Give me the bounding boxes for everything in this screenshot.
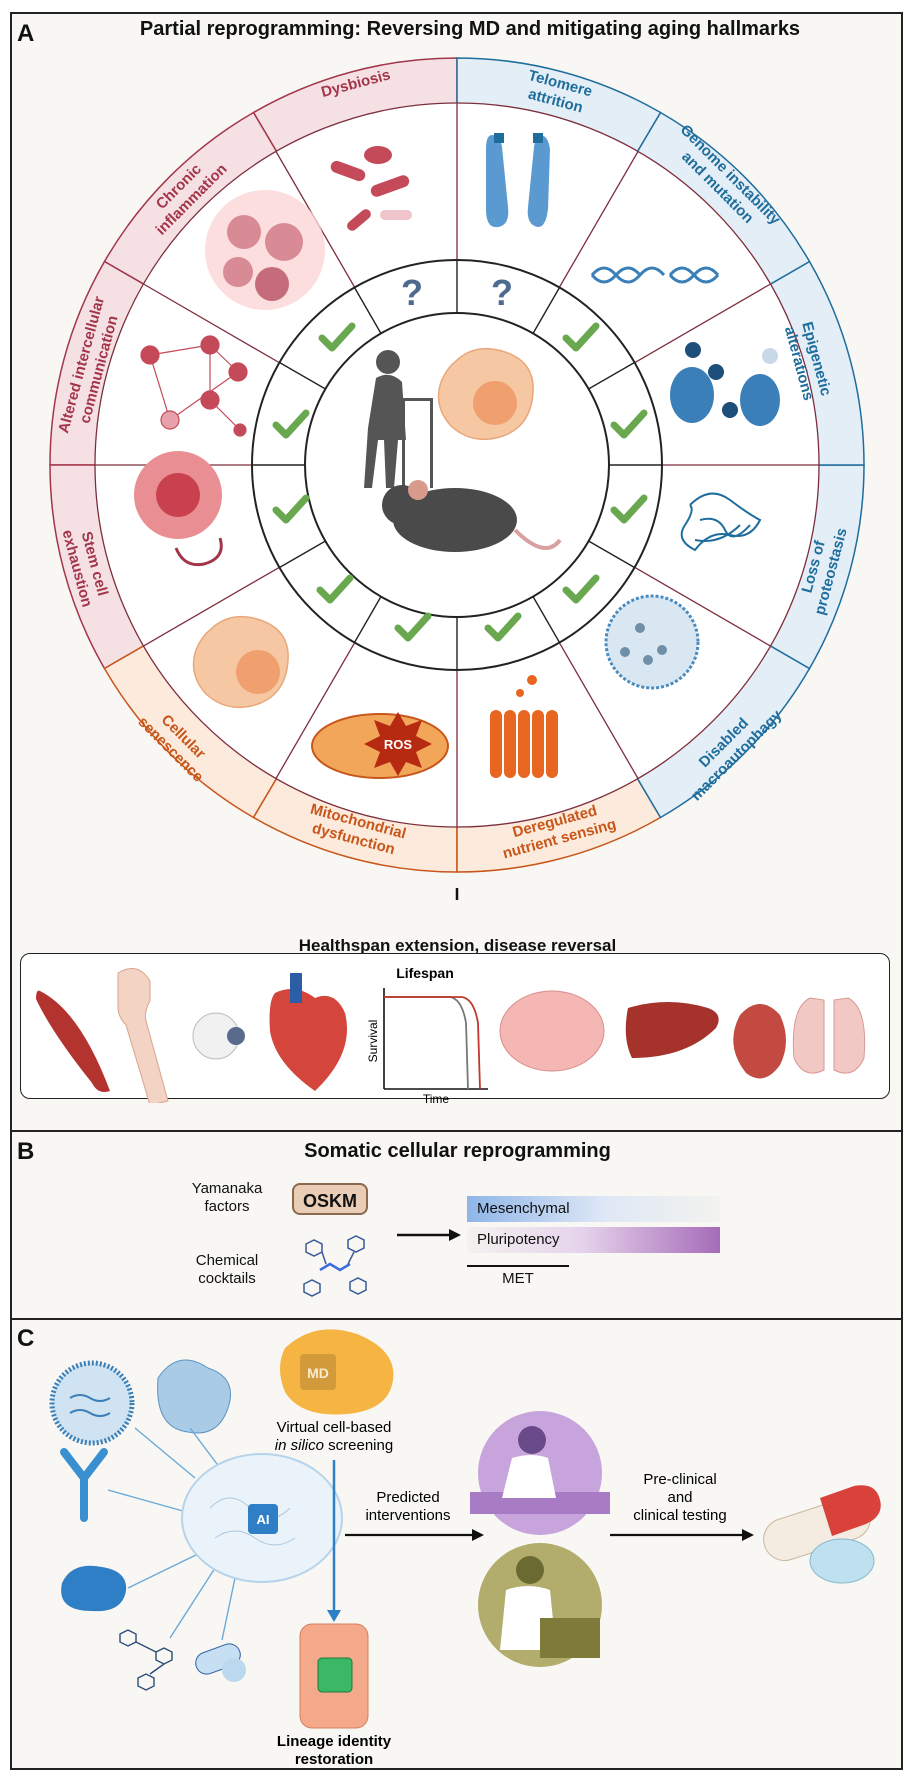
virtual-line1: Virtual cell-based	[277, 1419, 392, 1436]
chemical-line1: Chemical	[195, 1252, 259, 1269]
liver-icon	[625, 1002, 719, 1058]
compound-icon	[119, 1629, 173, 1691]
lungs-icon	[792, 997, 866, 1074]
protein-icon	[157, 1359, 231, 1434]
mesenchymal-label: Mesenchymal	[477, 1200, 570, 1217]
antibody-icon	[60, 1448, 108, 1522]
vesicle-icon	[49, 1360, 135, 1446]
blob-icon	[61, 1565, 127, 1612]
yamanaka-label: Yamanaka factors	[182, 1180, 272, 1216]
check-icon	[272, 409, 310, 439]
preclinical-line2: and	[667, 1489, 692, 1506]
panel-a-letter: A	[17, 20, 35, 47]
chemical-line2: cocktails	[198, 1270, 256, 1287]
panel-c-letter: C	[17, 1325, 35, 1352]
check-icon	[316, 574, 354, 604]
chemical-molecules-icon	[303, 1235, 367, 1297]
survival-curve-black	[384, 996, 469, 1090]
check-icon	[610, 494, 648, 524]
kidney-icon	[733, 1004, 786, 1079]
check-icon	[318, 322, 356, 352]
panel-b	[10, 1130, 903, 1320]
outcome-text: Healthspan extension, disease reversal	[298, 936, 617, 955]
nucleosome-icon	[670, 342, 780, 426]
check-icon	[610, 409, 648, 439]
met-label: MET	[502, 1270, 534, 1287]
mitochondrion-icon: ROS	[311, 712, 449, 779]
check-icon	[272, 494, 310, 524]
panel-b-letter: B	[17, 1138, 35, 1165]
check-icon	[394, 612, 432, 642]
mouse-icon	[382, 480, 562, 552]
oskm-badge: OSKM	[292, 1183, 368, 1215]
ai-label: AI	[257, 1512, 270, 1527]
check-icon	[562, 322, 600, 352]
virtual-cell-icon: MD	[280, 1329, 394, 1415]
predicted-line2: interventions	[365, 1507, 450, 1524]
ros-label: ROS	[384, 737, 413, 752]
yamanaka-line2: factors	[204, 1198, 250, 1215]
check-icon	[484, 612, 522, 642]
pluripotency-bar: Pluripotency	[467, 1227, 720, 1253]
brain-icon	[499, 990, 605, 1072]
yamanaka-line1: Yamanaka	[191, 1180, 263, 1197]
lifespan-chart: Lifespan Survival Time	[366, 965, 488, 1103]
virtual-line2: in silico screening	[275, 1437, 393, 1454]
preclinical-line1: Pre-clinical	[643, 1471, 716, 1488]
panel-a-title: Partial reprogramming: Reversing MD and …	[139, 18, 801, 40]
cell-icon	[437, 347, 534, 441]
network-icon	[140, 335, 248, 437]
panel-c-diagram: AI MD Virtual cell-based in silico scree…	[49, 1329, 881, 1768]
receptor-icon	[490, 675, 558, 778]
mesenchymal-bar: Mesenchymal	[467, 1196, 720, 1222]
panel-b-title: Somatic cellular reprogramming	[304, 1140, 611, 1162]
researcher-clinical-icon	[478, 1543, 602, 1667]
lifespan-title: Lifespan	[396, 965, 454, 981]
arrow-right-icon	[397, 1229, 461, 1241]
immune-cells-icon	[205, 190, 325, 310]
eye-icon	[192, 1012, 245, 1060]
senescent-cell-icon	[192, 615, 289, 709]
preclinical-line3: clinical testing	[633, 1507, 726, 1524]
capsule-icon	[195, 1643, 246, 1682]
bacteria-icon	[330, 146, 412, 231]
autophagosome-icon	[604, 594, 700, 690]
question-mark-left: ?	[401, 272, 423, 313]
protein-aggregate-icon	[680, 492, 762, 552]
chromosome-icon	[486, 133, 550, 228]
organs-row: Lifespan Survival Time	[36, 965, 866, 1103]
pluripotency-label: Pluripotency	[477, 1231, 560, 1248]
question-mark-right: ?	[491, 272, 513, 313]
check-icon	[562, 574, 600, 604]
md-label: MD	[307, 1365, 329, 1381]
lineage-line1: Lineage identity	[277, 1733, 392, 1750]
ai-brain-icon: AI	[181, 1453, 343, 1583]
lineage-cell-icon	[299, 1623, 369, 1729]
heart-icon	[269, 973, 347, 1091]
survival-curve-red	[384, 996, 481, 1090]
lineage-line2: restoration	[295, 1751, 373, 1768]
lifespan-xlabel: Time	[423, 1092, 450, 1103]
predicted-line1: Predicted	[376, 1489, 439, 1506]
met-line	[467, 1265, 569, 1267]
elderly-person-icon	[364, 350, 433, 488]
dna-icon	[590, 266, 720, 284]
hallmarks-wheel: Dysbiosis Telomereattrition Genome insta…	[49, 57, 865, 900]
sector-dividers	[94, 102, 820, 828]
muscle-icon	[36, 990, 110, 1092]
stem-cell-icon	[134, 451, 223, 567]
bone-icon	[117, 968, 169, 1103]
chemical-label: Chemical cocktails	[182, 1252, 272, 1288]
lifespan-ylabel: Survival	[366, 1020, 380, 1063]
researcher-lab-icon	[470, 1411, 610, 1535]
pill-icon	[763, 1485, 881, 1584]
